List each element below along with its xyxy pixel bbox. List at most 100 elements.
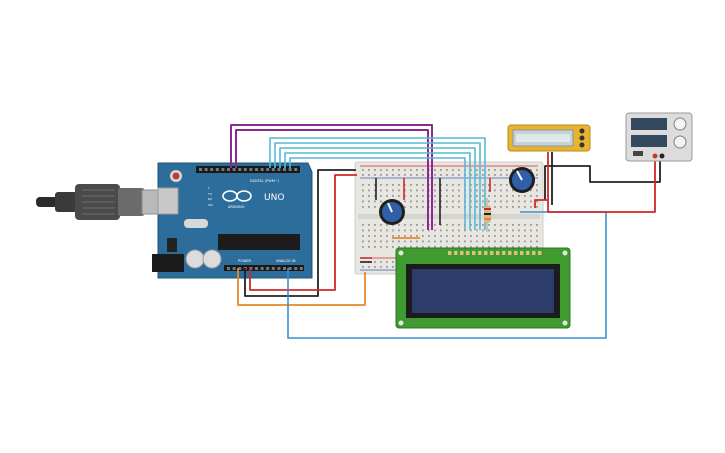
breadboard-hole <box>386 174 388 176</box>
breadboard-hole <box>518 200 520 203</box>
breadboard-hole <box>518 246 520 248</box>
breadboard-hole <box>428 229 430 232</box>
breadboard-hole <box>440 240 442 243</box>
breadboard-hole <box>524 195 526 197</box>
breadboard-hole <box>476 184 478 186</box>
breadboard-hole <box>410 195 412 197</box>
potentiometer-left[interactable] <box>379 199 405 225</box>
breadboard-hole <box>374 261 376 263</box>
breadboard-hole <box>368 169 370 171</box>
breadboard-hole <box>368 229 370 232</box>
breadboard-hole <box>410 229 412 232</box>
breadboard-hole <box>386 189 388 192</box>
breadboard-hole <box>482 200 484 203</box>
breadboard-hole <box>446 235 448 237</box>
breadboard-hole <box>374 189 376 192</box>
breadboard-hole <box>386 240 388 243</box>
breadboard-hole <box>404 229 406 232</box>
breadboard-hole <box>386 246 388 248</box>
breadboard-hole <box>446 224 448 226</box>
multimeter[interactable] <box>507 124 591 152</box>
breadboard-hole <box>362 189 364 192</box>
breadboard-hole <box>422 246 424 248</box>
breadboard-hole <box>494 189 496 192</box>
breadboard-hole <box>392 229 394 232</box>
breadboard-hole <box>458 169 460 171</box>
breadboard-hole <box>386 224 388 226</box>
breadboard-hole <box>458 184 460 186</box>
breadboard-hole <box>434 169 436 171</box>
breadboard-hole <box>380 261 382 263</box>
breadboard-hole <box>524 235 526 237</box>
breadboard-hole <box>392 240 394 243</box>
header-pin <box>271 168 275 171</box>
breadboard-hole <box>446 200 448 203</box>
breadboard-hole <box>512 169 514 171</box>
lcd-pin <box>508 251 512 255</box>
arduino-uno-board[interactable]: UNO ARDUINO DIGITAL (PWM~) POWER ANALOG … <box>152 162 313 279</box>
breadboard-hole <box>506 206 508 208</box>
breadboard-hole <box>476 229 478 232</box>
digital-header <box>196 166 300 173</box>
breadboard-hole <box>452 169 454 171</box>
breadboard-hole <box>458 229 460 232</box>
breadboard-hole <box>434 240 436 243</box>
breadboard-hole <box>482 189 484 192</box>
breadboard-hole <box>476 169 478 171</box>
breadboard-hole <box>440 200 442 203</box>
breadboard-hole <box>368 224 370 226</box>
breadboard-hole <box>362 174 364 176</box>
breadboard-hole <box>464 240 466 243</box>
supply-negative-terminal[interactable] <box>659 153 665 159</box>
breadboard-hole <box>386 235 388 237</box>
breadboard-hole <box>404 174 406 176</box>
breadboard-hole <box>530 189 532 192</box>
usb-cable[interactable] <box>36 184 177 220</box>
breadboard-hole <box>536 224 538 226</box>
potentiometer-right[interactable] <box>509 167 535 193</box>
breadboard-hole <box>434 235 436 237</box>
breadboard-hole <box>422 240 424 243</box>
breadboard-hole <box>470 206 472 208</box>
breadboard-hole <box>392 184 394 186</box>
breadboard-hole <box>452 224 454 226</box>
breadboard-hole <box>512 235 514 237</box>
supply-positive-terminal[interactable] <box>652 153 658 159</box>
breadboard-hole <box>446 229 448 232</box>
breadboard-hole <box>392 235 394 237</box>
breadboard-hole <box>428 246 430 248</box>
lcd-16x2-display[interactable] <box>395 247 571 329</box>
breadboard-hole <box>494 240 496 243</box>
breadboard-hole <box>470 224 472 226</box>
breadboard-hole <box>476 240 478 243</box>
breadboard-hole <box>470 169 472 171</box>
breadboard-hole <box>494 200 496 203</box>
header-pin <box>288 267 292 270</box>
tx-label: TX <box>207 192 212 196</box>
rx-label: RX <box>208 197 212 201</box>
breadboard-hole <box>380 266 382 268</box>
header-pin <box>255 168 258 171</box>
breadboard-hole <box>434 189 436 192</box>
breadboard-hole <box>512 189 514 192</box>
breadboard-hole <box>494 184 496 186</box>
breadboard-hole <box>494 174 496 176</box>
power-supply[interactable] <box>625 112 693 162</box>
breadboard-hole <box>452 200 454 203</box>
breadboard-hole <box>392 189 394 192</box>
breadboard-hole <box>362 235 364 237</box>
breadboard-hole <box>386 266 388 268</box>
resistor-icon[interactable] <box>484 198 491 232</box>
header-pin <box>238 267 242 270</box>
breadboard-hole <box>404 200 406 203</box>
breadboard-hole <box>416 224 418 226</box>
header-pin <box>215 168 219 171</box>
breadboard-hole <box>416 195 418 197</box>
breadboard-hole <box>530 229 532 232</box>
breadboard-hole <box>374 200 376 203</box>
breadboard-hole <box>524 200 526 203</box>
breadboard-hole <box>368 240 370 243</box>
power-label: POWER <box>238 259 252 263</box>
breadboard-hole <box>470 195 472 197</box>
